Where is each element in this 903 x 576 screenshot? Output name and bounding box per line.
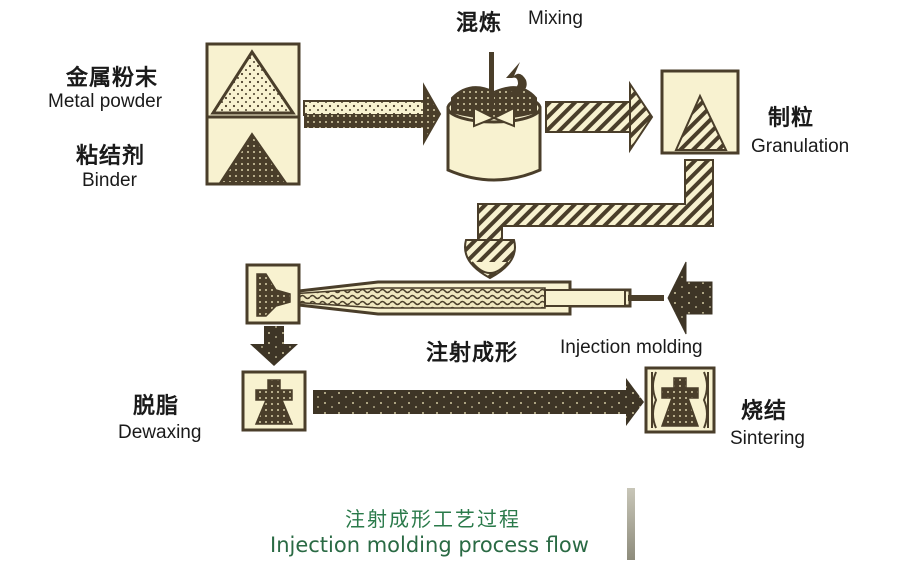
binder-pile-icon bbox=[218, 132, 288, 184]
injection-molding-label-en: Injection molding bbox=[560, 337, 703, 358]
injection-molding-label-cn: 注射成形 bbox=[426, 340, 519, 366]
rotation-arrow-icon bbox=[506, 62, 527, 96]
metal-powder-label-cn: 金属粉末 bbox=[66, 65, 159, 91]
injection-barrel bbox=[288, 261, 713, 335]
arrow-to-dewaxing bbox=[250, 326, 298, 366]
dewaxing-label-en: Dewaxing bbox=[118, 422, 202, 443]
metal-powder-label-en: Metal powder bbox=[48, 91, 163, 112]
arrow-to-granulation bbox=[545, 80, 654, 154]
dewaxing-part-icon bbox=[254, 379, 294, 425]
granule-pile-icon bbox=[674, 93, 728, 151]
mixing-label-en: Mixing bbox=[528, 8, 583, 29]
caption-title-en: Injection molding process flow bbox=[270, 533, 589, 557]
sintering-box bbox=[644, 366, 716, 434]
binder-label-en: Binder bbox=[82, 170, 137, 191]
dewaxing-label-cn: 脱脂 bbox=[133, 393, 180, 419]
binder-label-cn: 粘结剂 bbox=[76, 143, 146, 169]
mold-box bbox=[245, 263, 301, 325]
sintering-label-cn: 烧结 bbox=[741, 398, 788, 424]
caption-decoration bbox=[627, 488, 635, 560]
sintering-label-en: Sintering bbox=[730, 428, 805, 449]
sintered-part-icon bbox=[660, 377, 700, 427]
metal-powder-pile-icon bbox=[210, 49, 296, 115]
plunger-arrow-icon bbox=[667, 261, 713, 335]
granulation-label-en: Granulation bbox=[751, 136, 850, 157]
arrow-to-mixing bbox=[303, 82, 442, 146]
dewaxing-box bbox=[241, 370, 307, 432]
caption-title-cn: 注射成形工艺过程 bbox=[345, 507, 521, 531]
granulation-box bbox=[660, 69, 740, 155]
feed-pipe bbox=[464, 159, 714, 280]
granulation-label-cn: 制粒 bbox=[768, 105, 815, 131]
mixing-label-cn: 混炼 bbox=[456, 10, 503, 36]
powder-binder-box bbox=[205, 42, 301, 186]
mixer-icon bbox=[446, 52, 542, 182]
arrow-to-sintering bbox=[313, 378, 644, 426]
